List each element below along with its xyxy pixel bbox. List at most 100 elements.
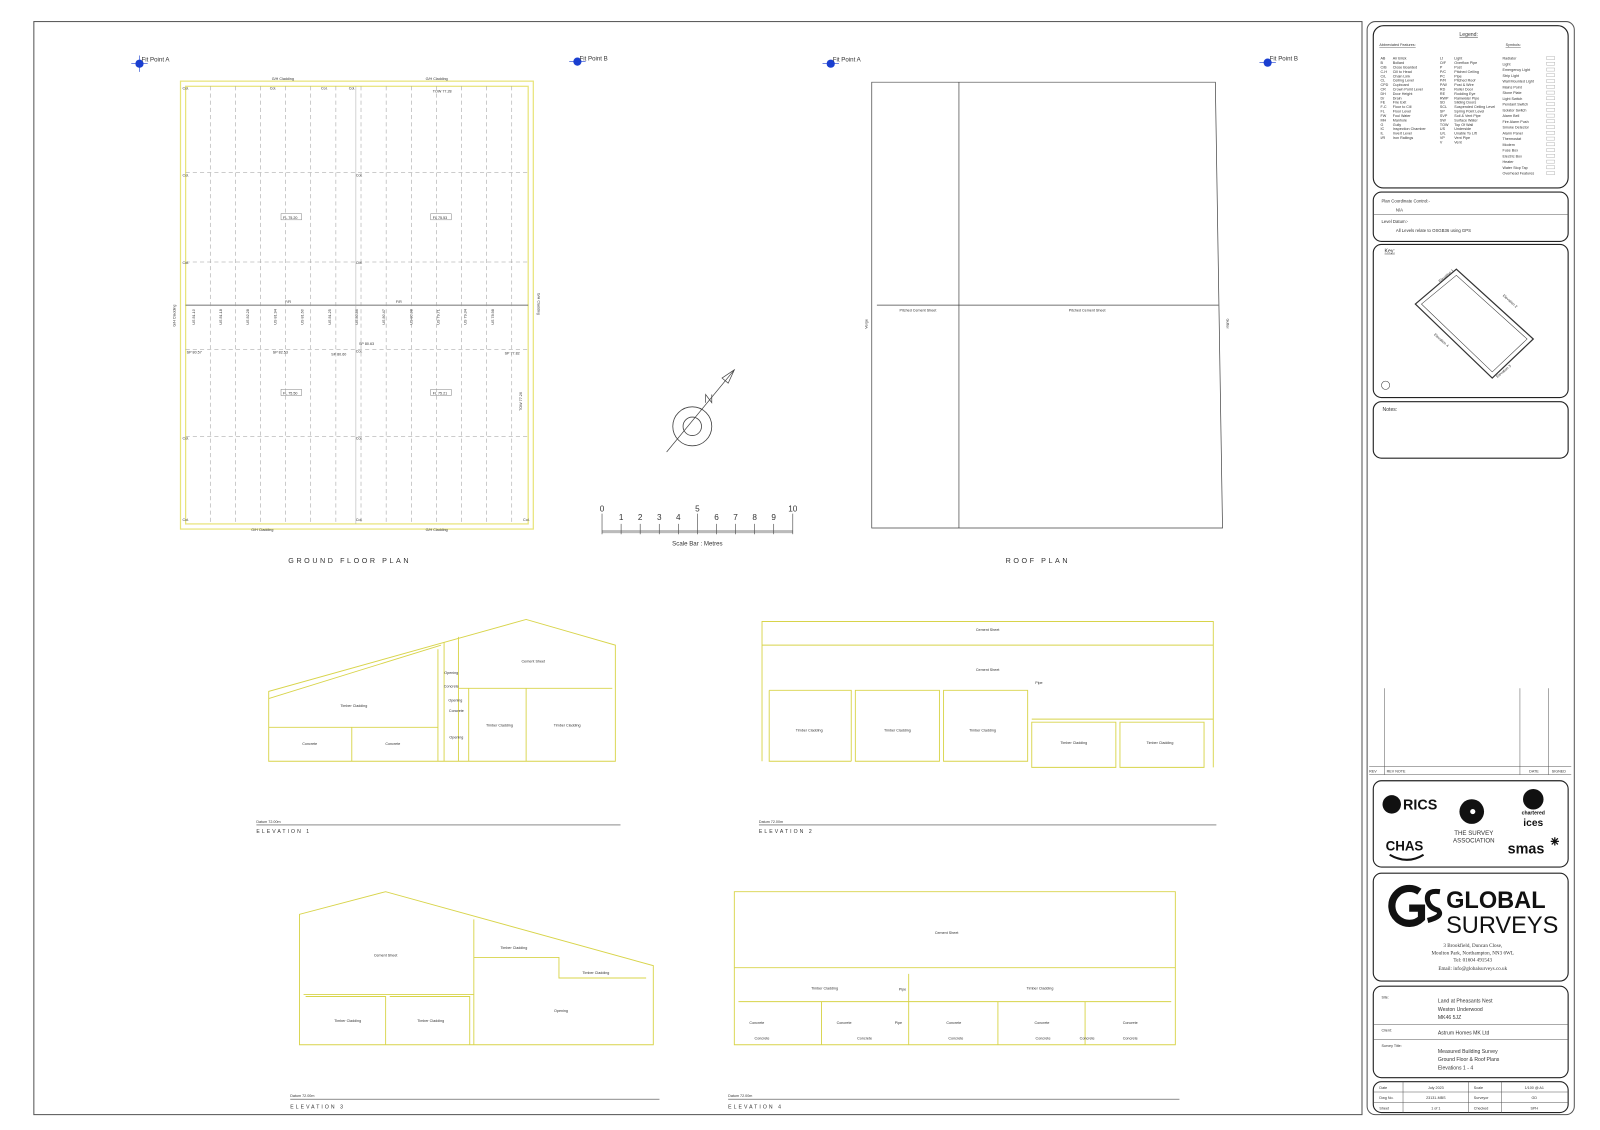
drawing-label: MK46 5JZ (1438, 1015, 1461, 1021)
drawing-label: All Levels relate to OSGB36 using GPS (1396, 228, 1471, 233)
drawing-label: REV NOTE (1387, 770, 1406, 774)
drawing-label: Cement Sheet (976, 668, 1000, 672)
floor-level-tag: FL 75.20 (280, 213, 302, 221)
legend-abbr-meaning: Post & Wire (1454, 83, 1473, 87)
drawing-label: Measured Building Survey (1438, 1049, 1498, 1055)
legend-abbr: I/R (1380, 136, 1385, 140)
scale-bar-caption: Scale Bar : Metres (672, 540, 722, 547)
legend-symbol-icon (1546, 142, 1555, 147)
drawing-label: Timber Cladding (340, 704, 367, 708)
underside-level-label: US 81.94 (273, 309, 277, 324)
elevation-3-title: ELEVATION 3 (290, 1104, 345, 1110)
legend-symbol-label: Pendant Switch (1503, 103, 1529, 107)
fit-point-label: Fit Point A (142, 57, 171, 64)
drawing-label: Timber Cladding (796, 728, 823, 732)
drawing-label: Timber Cladding (969, 728, 996, 732)
drawing-label: Concrete (1123, 1021, 1138, 1025)
legend-abbr-meaning: Manhole (1393, 118, 1407, 122)
fit-point-b-1: Fit Point B (569, 56, 608, 66)
underside-level-label: US 78.98 (491, 309, 495, 324)
title-block-border (1366, 21, 1575, 1116)
scale-tick-label: 10 (788, 505, 798, 514)
legend-abbr-meaning: Soil & Vent Pipe (1454, 114, 1480, 118)
drawing-label: Concrete (1080, 1037, 1095, 1041)
notes-panel: Notes: (1372, 401, 1569, 459)
drawing-label: Abbreviated Features: (1379, 43, 1415, 47)
drawing-label: Pipe (899, 987, 906, 991)
global-surveys-logo: GLOBAL SURVEYS (1388, 884, 1558, 939)
legend-abbr-meaning: Crown Point Level (1393, 88, 1423, 92)
legend-abbr: P (1440, 65, 1443, 69)
survey-association-logo: THE SURVEY ASSOCIATION (1453, 799, 1495, 844)
drawing-label: Client: (1381, 1028, 1391, 1032)
legend-abbr-meaning: Bollard (1393, 61, 1404, 65)
cladding-label: G/H Cladding (172, 305, 176, 327)
legend-abbr-meaning: Gully (1393, 123, 1402, 127)
legend-abbr: FL (1380, 110, 1384, 114)
legend-symbol-icon (1546, 136, 1555, 141)
legend-abbr: CR (1380, 88, 1386, 92)
drawing-label: Timber Cladding (334, 1019, 361, 1023)
drawing-label: REV (1369, 770, 1377, 774)
legend-abbr-meaning: Light (1454, 57, 1462, 61)
legend-symbol-label: Smoke Detector (1503, 126, 1530, 130)
drawing-label: Checked (1474, 1106, 1489, 1110)
legend-abbr: RE (1440, 92, 1446, 96)
company-panel: GLOBAL SURVEYS 3 Brookfield, Duncan Clos… (1372, 872, 1569, 982)
legend-abbr-meaning: Post (1454, 65, 1461, 69)
north-arrow-icon (666, 368, 736, 453)
legend-abbr: RWP (1440, 96, 1449, 100)
drawing-label: SIGNED (1552, 770, 1566, 774)
legend-symbol-icon (1546, 131, 1555, 135)
drawing-label: Land at Pheasants Nest (1438, 999, 1493, 1005)
legend-abbr: US (1440, 127, 1446, 131)
legend-symbol-icon (1546, 125, 1555, 129)
underside-level-label: US 79.34 (464, 309, 468, 324)
legend-abbr-meaning: Rainwater Pipe (1454, 96, 1479, 100)
legend-abbr-meaning: Suspended Ceiling Level (1454, 105, 1495, 109)
legend-abbr-meaning: Pitched Ceiling (1454, 70, 1479, 74)
drawing-label: FL 75.53 (433, 216, 447, 220)
spring-point-label: SP 80.57 (187, 350, 202, 354)
legend-abbr: DH (1380, 92, 1386, 96)
legend-abbr: F-C (1380, 105, 1386, 109)
legend-symbol-label: Fire Alarm Push (1503, 120, 1529, 124)
underside-level-label: US 81.18 (219, 309, 223, 324)
drawing-label: Moulton Park, Northampton, NN3 6WL (1432, 950, 1514, 956)
drawing-label: Concrete (837, 1021, 852, 1025)
drawing-label: Opening (448, 699, 462, 703)
drawing-label: Concrete (1035, 1021, 1050, 1025)
elevation-4-title: ELEVATION 4 (728, 1104, 783, 1110)
scale-tick-label: 8 (752, 513, 757, 522)
legend-abbr-meaning: Drain (1393, 96, 1402, 100)
drawing-label: FL 75.50 (283, 391, 297, 395)
pitched-roof-label: F/R (285, 300, 291, 304)
drawing-label: Key: (1385, 249, 1395, 255)
legend-abbr-meaning: Overflow Pipe (1454, 61, 1477, 65)
elevation-3: Datum 72.00m ELEVATION 3 Cement Sheet Ti… (290, 891, 660, 1110)
scale-tick-label: 4 (676, 513, 681, 522)
underside-level-label: US 81.60 (301, 309, 305, 324)
legend-abbr: SCL (1440, 105, 1447, 109)
legend-symbol-icon (1546, 85, 1555, 89)
cladding-label: G/H Cladding (251, 528, 273, 532)
legend-symbol-label: Electric Box (1503, 154, 1523, 158)
legend-abbr-meaning: Underside (1454, 127, 1471, 131)
legend-abbr: FW (1380, 114, 1386, 118)
drawing-label: Timber Cladding (500, 946, 527, 950)
drawing-label: Ground Floor & Roof Plans (1438, 1057, 1500, 1063)
legend-abbr: FE (1380, 101, 1385, 105)
elevation-1: Datum 72.00m ELEVATION 1 Timber Cladding… (256, 618, 621, 835)
legend-symbol-icon (1546, 154, 1555, 158)
legend-symbol-label: Radiator (1503, 57, 1518, 61)
underside-level-label: US 81.25 (328, 309, 332, 324)
legend-symbol-icon (1546, 171, 1555, 175)
legend-abbr: SVP (1440, 114, 1448, 118)
legend-abbr: P/C (1440, 70, 1446, 74)
cladding-label: G/H Cladding (426, 77, 448, 81)
drawing-label: FL 75.20 (283, 216, 297, 220)
drawing-label: Opening (449, 736, 463, 740)
drawing-label: THE SURVEY (1454, 830, 1493, 837)
column-label: Col. (183, 174, 190, 178)
